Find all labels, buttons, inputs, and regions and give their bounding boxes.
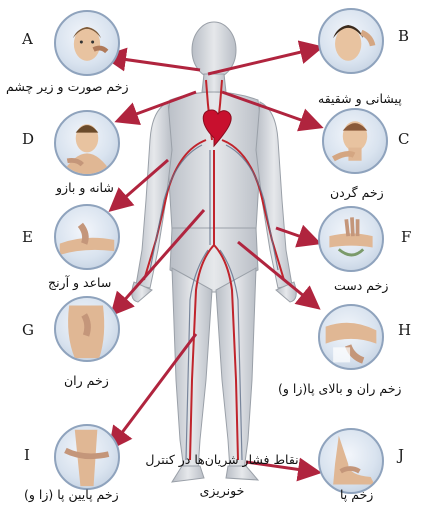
face-icon [56, 12, 118, 74]
label-j-caption: زخم پا [340, 487, 373, 502]
label-h-letter: H [398, 321, 411, 339]
face-circle [54, 10, 120, 76]
head-icon [320, 10, 382, 72]
label-a-letter: A [22, 30, 33, 48]
hand-icon [320, 208, 382, 270]
hand-circle [318, 206, 384, 272]
elbow-icon [56, 206, 118, 268]
label-c-caption: زخم گردن [330, 185, 384, 200]
label-d-letter: D [22, 130, 34, 148]
label-g-letter: G [22, 321, 34, 339]
lower-leg-circle [54, 424, 120, 490]
knee-icon [320, 306, 382, 368]
shoulder-circle [54, 110, 120, 176]
neck-icon [324, 110, 386, 172]
thigh-icon [56, 298, 118, 360]
diagram-title-line1: نقاط فشار شریان‌ها در کنترل [142, 452, 302, 467]
label-i-caption: زخم پایین پا (زا و) [24, 487, 119, 502]
lower-leg-icon [56, 426, 118, 488]
neck-circle [322, 108, 388, 174]
label-b-letter: B [398, 27, 409, 45]
foot-icon [320, 430, 382, 492]
label-i-letter: I [24, 446, 30, 464]
thigh-circle [54, 296, 120, 362]
label-b-caption: پیشانی و شقیقه [318, 91, 402, 106]
body-silhouette [132, 22, 297, 482]
label-d-caption: شانه و بازو [56, 180, 114, 195]
arrow-a [108, 57, 200, 70]
label-f-caption: زخم دست [334, 278, 388, 293]
label-g-caption: زخم ران [64, 373, 109, 388]
label-e-caption: ساعد و آرنج [48, 275, 111, 290]
shoulder-icon [56, 112, 118, 174]
knee-circle [318, 304, 384, 370]
foot-circle [318, 428, 384, 494]
label-e-letter: E [22, 228, 33, 246]
diagram-title-line2: خونریزی [142, 483, 302, 498]
label-j-letter: J [398, 446, 404, 464]
elbow-circle [54, 204, 120, 270]
label-a-caption: زخم صورت و زیر چشم [6, 79, 129, 94]
label-f-letter: F [401, 228, 411, 246]
label-h-caption: زخم ران و بالای پا(زا و) [278, 381, 401, 396]
label-c-letter: C [398, 130, 409, 148]
head-circle [318, 8, 384, 74]
